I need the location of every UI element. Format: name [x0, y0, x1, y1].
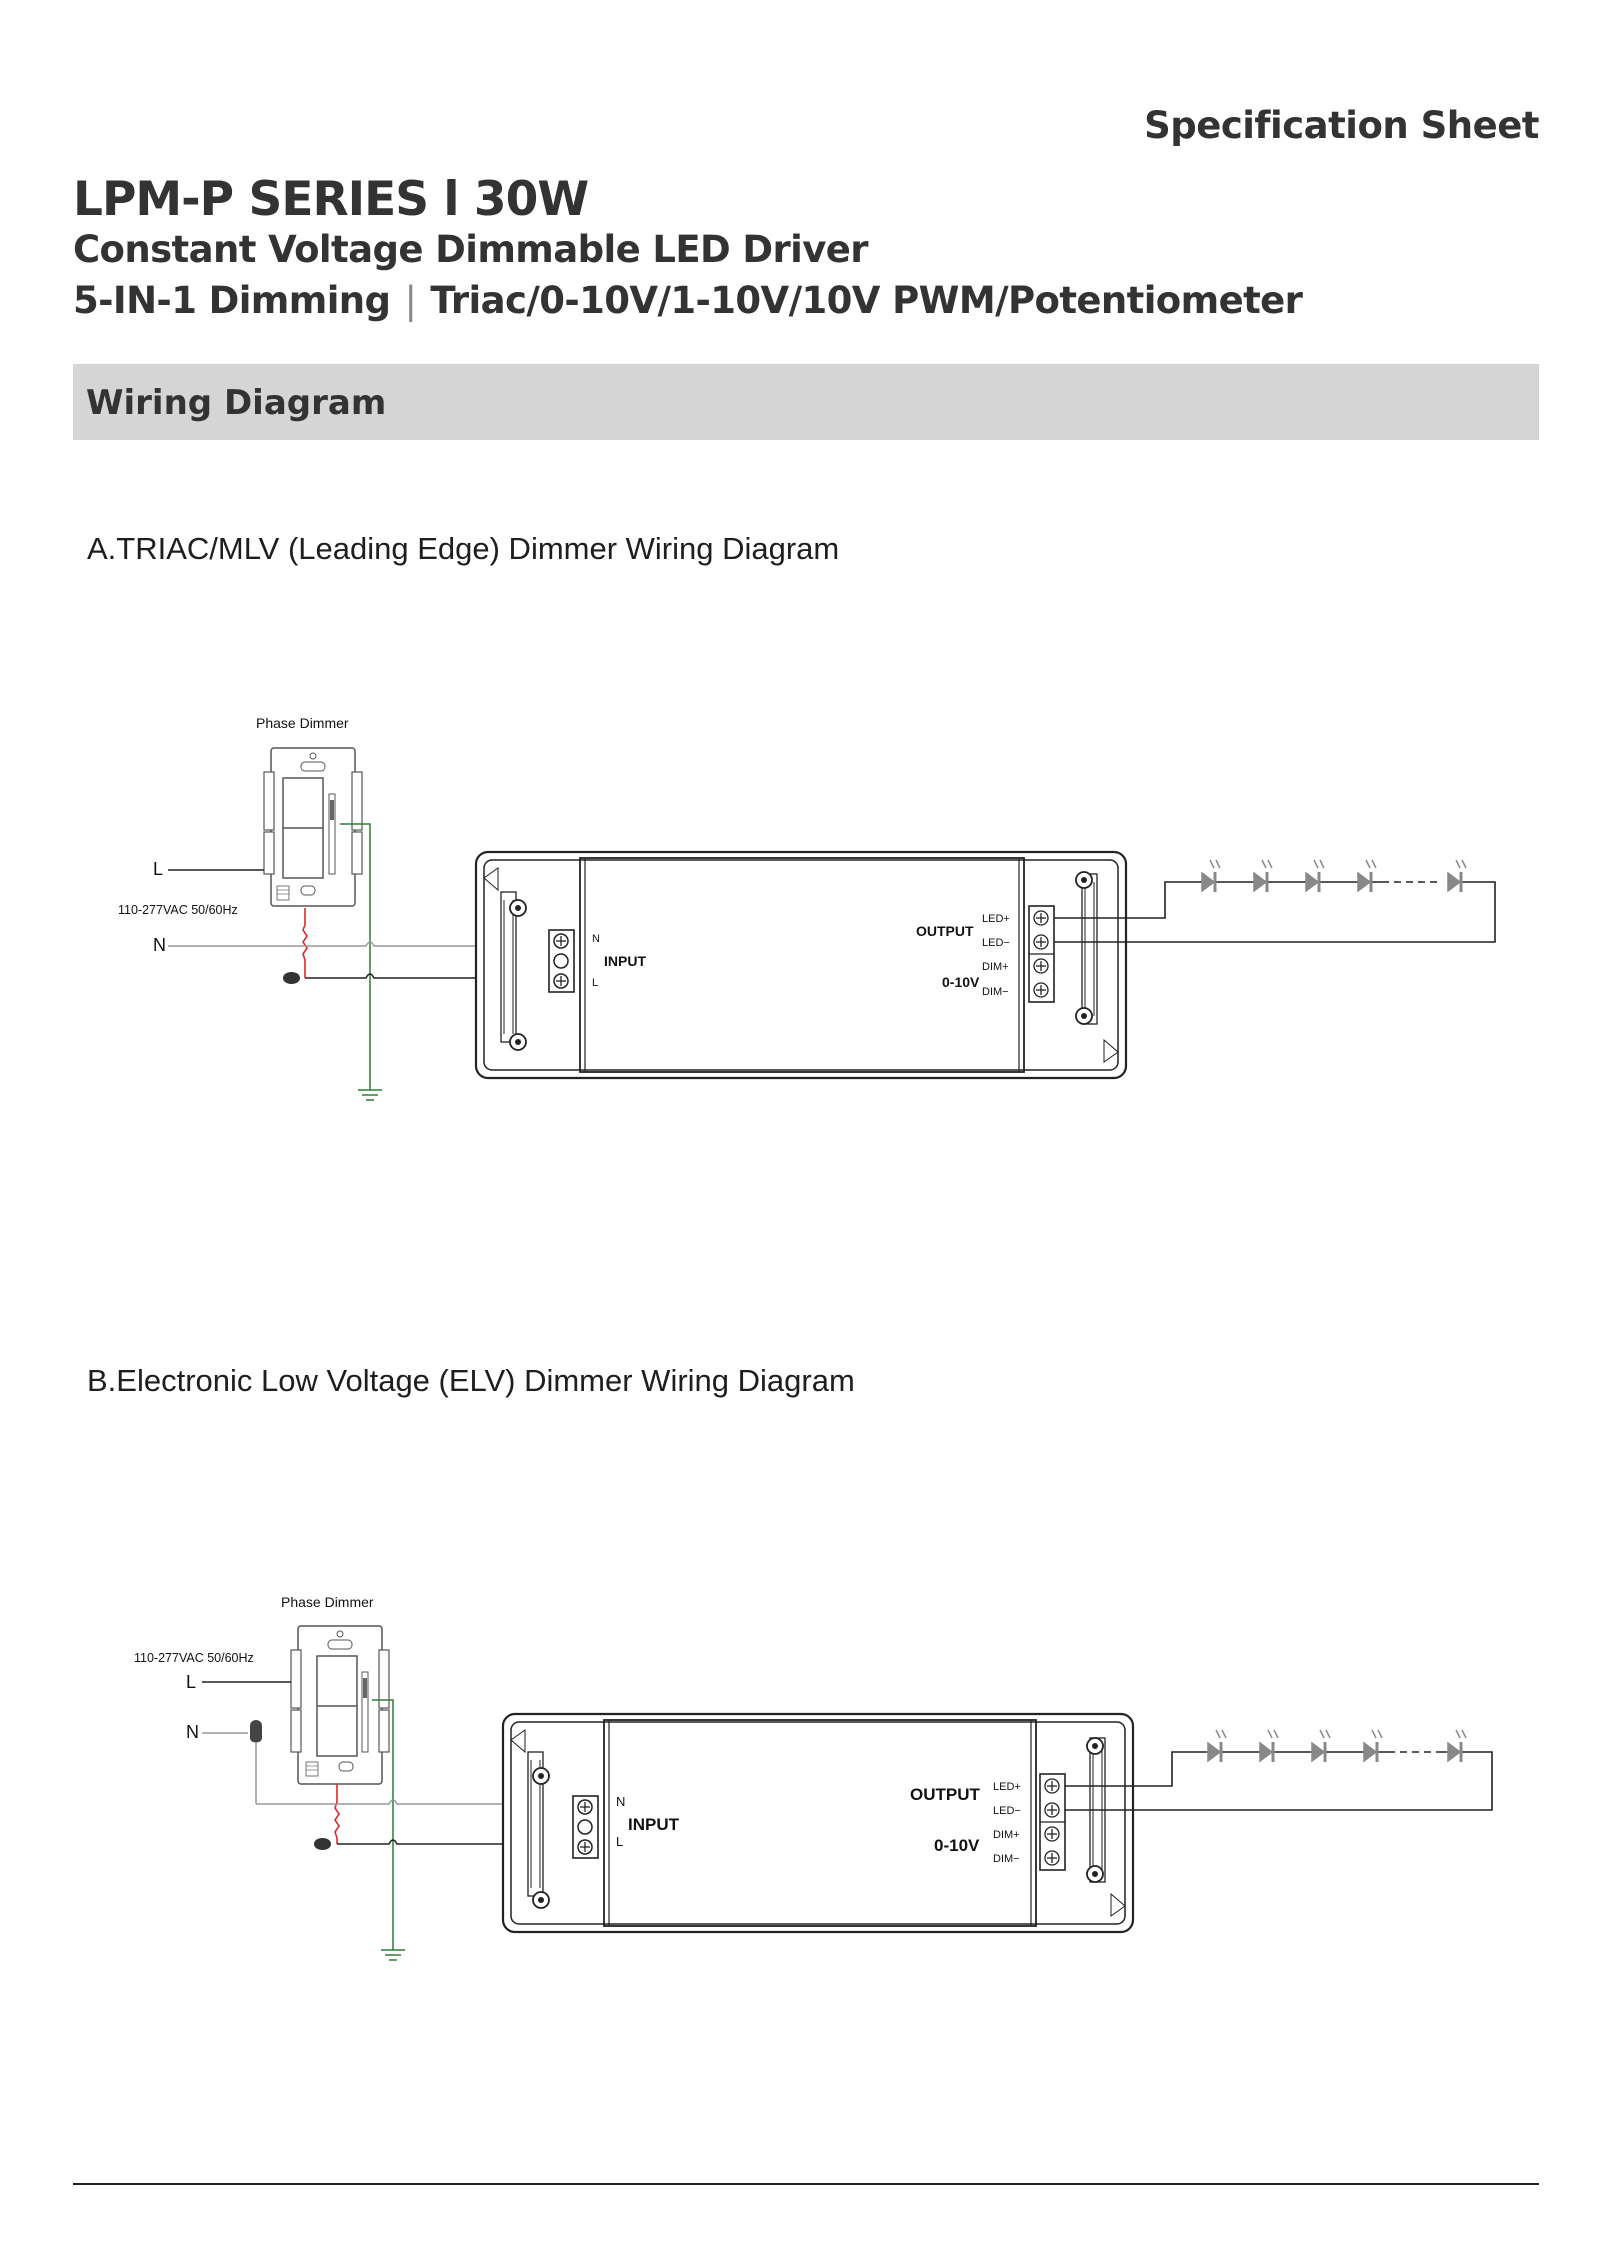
dimming-line: 5-IN-1 Dimming | Triac/0-10V/1-10V/10V PWM…: [73, 279, 1303, 322]
phase-dimmer-label: Phase Dimmer: [256, 715, 349, 731]
led-plus-label: LED+: [993, 1781, 1021, 1793]
led-string-b: [1207, 1729, 1467, 1763]
diagram-a-title: A.TRIAC/MLV (Leading Edge) Dimmer Wiring…: [87, 531, 840, 566]
spec-sheet-label: Specification Sheet: [1144, 104, 1539, 147]
phase-dimmer-label: Phase Dimmer: [281, 1594, 374, 1610]
input-l-label: L: [616, 1834, 623, 1849]
output-label: OUTPUT: [910, 1785, 981, 1804]
section-title: Wiring Diagram: [86, 383, 387, 423]
dim-minus-label: DIM−: [982, 986, 1009, 998]
line-label: L: [153, 859, 163, 879]
neutral-label: N: [186, 1722, 199, 1742]
voltage-label: 110-277VAC 50/60Hz: [118, 903, 238, 917]
input-label: INPUT: [628, 1815, 680, 1834]
output-label: OUTPUT: [916, 923, 974, 939]
dim-plus-label: DIM+: [982, 961, 1009, 973]
dimming-separator: |: [404, 279, 417, 322]
section-header: Wiring Diagram: [73, 364, 1539, 440]
voltage-label: 110-277VAC 50/60Hz: [134, 1651, 254, 1665]
line-label: L: [186, 1672, 196, 1692]
wiring-diagram-b: Phase Dimmer 110-277VAC 50/60Hz L N: [134, 1594, 1493, 1961]
phase-dimmer-b: Phase Dimmer: [281, 1594, 390, 1785]
input-n-label: N: [592, 933, 600, 945]
series-title: LPM-P SERIES l 30W: [73, 172, 589, 227]
dim-minus-label: DIM−: [993, 1853, 1020, 1865]
input-n-label: N: [616, 1794, 625, 1809]
input-label: INPUT: [604, 953, 646, 969]
dim-0-10v-label: 0-10V: [942, 974, 980, 990]
dim-0-10v-label: 0-10V: [934, 1836, 980, 1855]
dimming-modes: 5-IN-1 Dimming: [73, 279, 391, 322]
led-string-a: [1201, 859, 1467, 893]
input-l-label: L: [592, 977, 598, 989]
diagram-b-title: B.Electronic Low Voltage (ELV) Dimmer Wi…: [87, 1363, 855, 1398]
led-minus-label: LED−: [993, 1805, 1021, 1817]
led-plus-label: LED+: [982, 913, 1010, 925]
led-driver-b: N INPUT L OUTPUT 0-10V LED+ LED− DIM+ DI…: [501, 1712, 1135, 1934]
phase-dimmer-a: Phase Dimmer: [256, 715, 363, 907]
product-subtitle: Constant Voltage Dimmable LED Driver: [73, 228, 869, 271]
neutral-label: N: [153, 935, 166, 955]
led-minus-label: LED−: [982, 937, 1010, 949]
led-driver-a: N INPUT L OUTPUT 0-10V LED+ LED− DIM+ DI…: [474, 850, 1128, 1080]
footer-divider: [73, 2183, 1539, 2185]
wiring-diagram-a: Phase Dimmer L 110-277VAC 50/60Hz N: [118, 715, 1496, 1101]
dimming-types: Triac/0-10V/1-10V/10V PWM/Potentiometer: [430, 279, 1303, 322]
dim-plus-label: DIM+: [993, 1829, 1020, 1841]
